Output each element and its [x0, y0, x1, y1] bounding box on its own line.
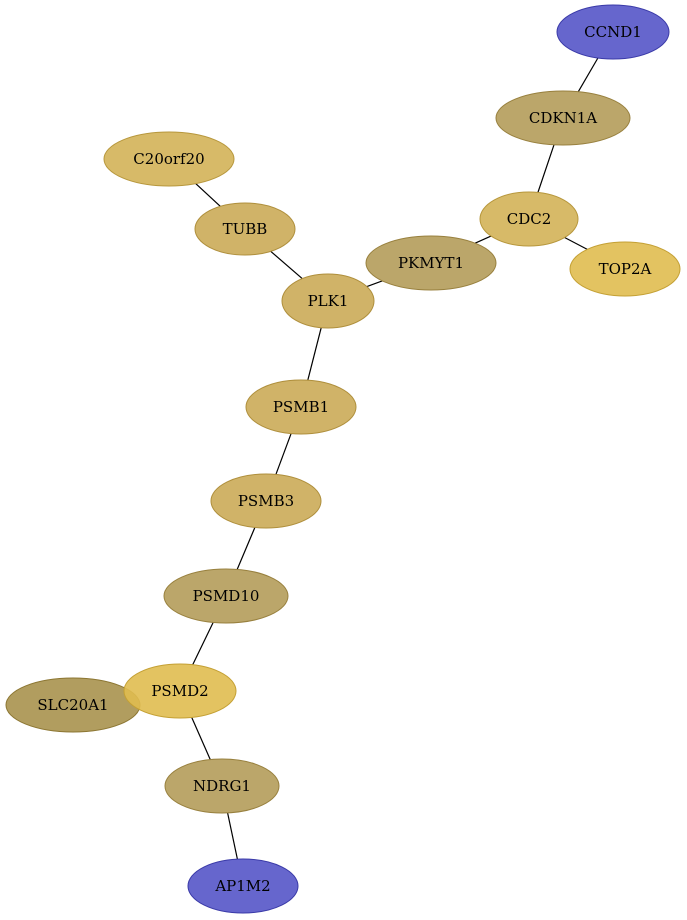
node-ellipse-psmb1[interactable] — [245, 379, 357, 435]
node-psmb3[interactable]: PSMB3 — [210, 473, 322, 529]
node-label-cdkn1a: CDKN1A — [529, 109, 597, 127]
node-label-psmd10: PSMD10 — [193, 587, 260, 605]
edge-cdc2-top2a — [564, 236, 588, 250]
node-ellipse-tubb[interactable] — [194, 202, 296, 256]
node-label-pkmyt1: PKMYT1 — [398, 254, 464, 272]
node-psmd10[interactable]: PSMD10 — [163, 568, 289, 624]
node-pkmyt1[interactable]: PKMYT1 — [365, 235, 497, 291]
node-label-psmd2: PSMD2 — [151, 682, 208, 700]
node-ellipse-psmd10[interactable] — [163, 568, 289, 624]
edge-cdc2-pkmyt1 — [474, 235, 492, 244]
node-ellipse-ccnd1[interactable] — [556, 4, 670, 60]
edge-psmd2-ndrg1 — [191, 717, 211, 760]
node-cdc2[interactable]: CDC2 — [479, 191, 579, 247]
node-psmb1[interactable]: PSMB1 — [245, 379, 357, 435]
edge-c20orf20-tubb — [195, 183, 221, 207]
node-label-ndrg1: NDRG1 — [193, 777, 251, 795]
node-plk1[interactable]: PLK1 — [281, 273, 375, 329]
node-ellipse-pkmyt1[interactable] — [365, 235, 497, 291]
edge-psmb3-psmd10 — [236, 527, 256, 570]
node-label-c20orf20: C20orf20 — [133, 150, 204, 168]
node-ellipse-top2a[interactable] — [569, 241, 681, 297]
node-label-psmb3: PSMB3 — [238, 492, 294, 510]
node-slc20a1[interactable]: SLC20A1 — [5, 677, 141, 733]
node-c20orf20[interactable]: C20orf20 — [103, 131, 235, 187]
node-ap1m2[interactable]: AP1M2 — [187, 858, 299, 914]
edge-plk1-psmb1 — [307, 327, 322, 381]
edge-psmb1-psmb3 — [275, 433, 292, 475]
node-ellipse-ap1m2[interactable] — [187, 858, 299, 914]
edge-pkmyt1-plk1 — [366, 280, 383, 288]
node-top2a[interactable]: TOP2A — [569, 241, 681, 297]
edge-layer — [191, 57, 599, 860]
node-ellipse-cdc2[interactable] — [479, 191, 579, 247]
edge-ccnd1-cdkn1a — [577, 57, 599, 93]
edge-psmd10-psmd2 — [192, 622, 214, 665]
node-psmd2[interactable]: PSMD2 — [123, 663, 237, 719]
edge-ndrg1-ap1m2 — [227, 812, 238, 860]
node-label-slc20a1: SLC20A1 — [37, 696, 108, 714]
node-ndrg1[interactable]: NDRG1 — [164, 758, 280, 814]
node-ellipse-psmb3[interactable] — [210, 473, 322, 529]
node-label-plk1: PLK1 — [308, 292, 349, 310]
node-cdkn1a[interactable]: CDKN1A — [495, 90, 631, 146]
node-ellipse-psmd2[interactable] — [123, 663, 237, 719]
node-label-ccnd1: CCND1 — [584, 23, 642, 41]
node-ccnd1[interactable]: CCND1 — [556, 4, 670, 60]
node-ellipse-c20orf20[interactable] — [103, 131, 235, 187]
node-ellipse-cdkn1a[interactable] — [495, 90, 631, 146]
node-ellipse-plk1[interactable] — [281, 273, 375, 329]
node-label-cdc2: CDC2 — [507, 210, 552, 228]
node-ellipse-ndrg1[interactable] — [164, 758, 280, 814]
node-label-top2a: TOP2A — [599, 260, 652, 278]
node-label-psmb1: PSMB1 — [273, 398, 329, 416]
node-label-ap1m2: AP1M2 — [214, 877, 270, 895]
edge-cdkn1a-cdc2 — [537, 144, 555, 193]
edge-tubb-plk1 — [270, 250, 303, 280]
node-label-tubb: TUBB — [223, 220, 268, 238]
node-tubb[interactable]: TUBB — [194, 202, 296, 256]
